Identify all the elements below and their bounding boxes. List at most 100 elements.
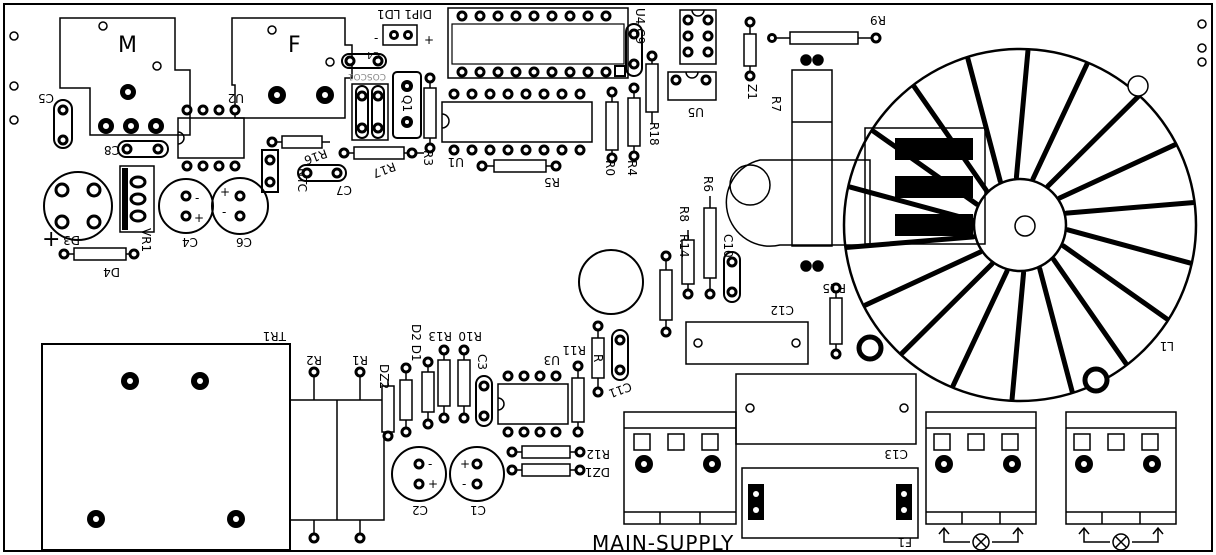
vr1-regulator bbox=[119, 165, 155, 233]
lamp-terminal-1-pads bbox=[935, 455, 1021, 473]
f1-fuse-holder bbox=[741, 467, 919, 539]
dz2-zener bbox=[381, 380, 395, 442]
top-dip-pins bbox=[456, 10, 612, 78]
r13-label: R13 bbox=[428, 329, 452, 343]
c4a-label: C4 bbox=[182, 235, 198, 249]
r2-r1-pads bbox=[308, 366, 366, 544]
r12-resistor bbox=[506, 445, 586, 459]
dz1-label: DZ1 bbox=[585, 465, 610, 479]
toroid-winding bbox=[863, 249, 983, 308]
toroid-winding bbox=[1065, 227, 1193, 266]
toroid-winding bbox=[1064, 200, 1196, 216]
lamp-symbol-2 bbox=[1078, 526, 1164, 551]
c11-label: C11 bbox=[607, 379, 634, 400]
r13-r10-resistors bbox=[437, 344, 471, 424]
toroid-winding bbox=[1030, 61, 1090, 182]
r-small-resistor bbox=[591, 320, 605, 398]
c2-electrolytic bbox=[391, 446, 447, 502]
main-supply-terminal bbox=[623, 411, 737, 525]
u2-ic bbox=[177, 104, 245, 172]
c12-capacitor bbox=[685, 321, 809, 365]
toroid-black-blocks bbox=[895, 138, 973, 236]
motor-connector-label: M bbox=[118, 33, 137, 58]
fan-connector-pads bbox=[268, 86, 334, 104]
r2-r1-power-resistors bbox=[289, 374, 385, 536]
r17-resistor bbox=[338, 146, 424, 160]
toroid-winding bbox=[965, 56, 1003, 184]
dip1-ld1-label: DIP1 LD1 bbox=[377, 7, 432, 21]
c8-label: C8 bbox=[104, 143, 120, 157]
c6-plus: + bbox=[220, 185, 230, 199]
u5-label: U5 bbox=[688, 105, 704, 119]
toroid-mount-pads bbox=[856, 334, 1110, 394]
r11-label: R11 bbox=[562, 343, 586, 357]
r4-label: R4 bbox=[625, 160, 639, 176]
r14-resistor bbox=[681, 230, 695, 300]
d3-plus-sign: + bbox=[42, 227, 60, 252]
d1-d2-diodes bbox=[399, 356, 435, 438]
u3-ic bbox=[497, 383, 569, 425]
toroid-winding bbox=[1057, 142, 1177, 201]
u2-label: U2 bbox=[228, 91, 244, 105]
c4a-plus: + bbox=[194, 211, 204, 225]
tr1-transformer bbox=[41, 343, 291, 551]
toroid-winding bbox=[1045, 94, 1141, 189]
u5-ic bbox=[667, 71, 717, 101]
r18-resistor bbox=[645, 50, 659, 124]
c2-minus: - bbox=[428, 457, 432, 471]
c3-label: C3 bbox=[475, 354, 489, 370]
d3-label: D3 bbox=[63, 233, 80, 247]
r0-label: R0 bbox=[603, 160, 617, 176]
r4-resistor bbox=[627, 82, 641, 162]
q1-transistor bbox=[392, 71, 422, 139]
dz1-zener bbox=[506, 463, 586, 477]
lamp-terminal-2-pads bbox=[1075, 455, 1161, 473]
l1-label: L1 bbox=[1160, 339, 1174, 353]
c6-label: C6 bbox=[236, 235, 252, 249]
d3-bridge bbox=[43, 171, 113, 241]
l1-toroid-windings bbox=[844, 48, 1196, 402]
z1-label: Z1 bbox=[745, 84, 759, 100]
c3-capacitor bbox=[475, 375, 493, 427]
r-small-label: R bbox=[591, 354, 605, 362]
c5-capacitor bbox=[53, 99, 73, 149]
c1-label: C1 bbox=[470, 503, 486, 517]
tr1-label: TR1 bbox=[263, 329, 287, 343]
r12-label: R12 bbox=[586, 447, 610, 461]
c4a-minus: - bbox=[195, 191, 199, 205]
c4b-capacitor bbox=[341, 53, 387, 69]
toroid-winding bbox=[1013, 48, 1031, 180]
top-dip-socket bbox=[447, 7, 629, 79]
c4b-label: C4 bbox=[367, 49, 380, 60]
u4-ic bbox=[679, 9, 717, 65]
toroid-winding bbox=[1037, 266, 1075, 394]
r1-label: R1 bbox=[352, 353, 368, 367]
cosco1-label: COSCO1 bbox=[348, 71, 386, 81]
q1-label: Q1 bbox=[400, 95, 414, 112]
c6-minus: - bbox=[222, 205, 226, 219]
c4-electrolytic bbox=[158, 178, 214, 234]
c10-capacitor bbox=[723, 251, 741, 303]
c12-label: C12 bbox=[770, 303, 794, 317]
d4-diode bbox=[58, 247, 140, 261]
r16-resistor bbox=[266, 135, 330, 149]
r7-power-transistor bbox=[791, 54, 833, 272]
r6-resistor bbox=[703, 196, 717, 300]
fan-connector bbox=[231, 17, 353, 119]
toroid-center-hole bbox=[1014, 215, 1036, 237]
u1-ic bbox=[441, 101, 593, 143]
c10-label: C10 bbox=[721, 234, 735, 258]
r15-resistor bbox=[829, 282, 843, 360]
c13-label: C13 bbox=[884, 447, 908, 461]
motor-connector bbox=[59, 17, 191, 136]
toroid-winding bbox=[1051, 256, 1129, 366]
u1-label: U1 bbox=[448, 155, 464, 169]
toroid-winding bbox=[844, 234, 976, 250]
top-dip-pin1 bbox=[614, 65, 626, 77]
r11-resistor bbox=[571, 360, 585, 438]
ntc-thermistor bbox=[261, 149, 279, 193]
c6-electrolytic bbox=[211, 177, 269, 235]
c2-plus: + bbox=[428, 477, 438, 491]
main-supply-pads bbox=[635, 455, 721, 473]
